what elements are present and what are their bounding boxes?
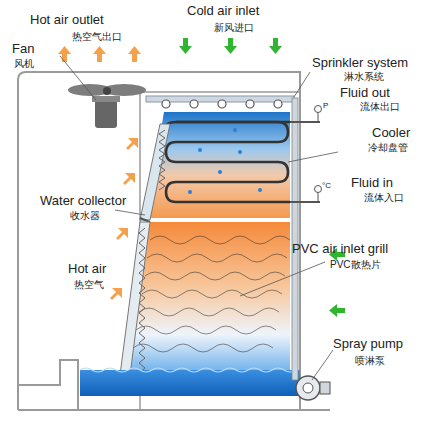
cn-label: 淋水系统	[344, 71, 384, 82]
eng-label: Sprinkler system	[312, 56, 408, 70]
cn-label: 热空气	[74, 279, 104, 290]
gauge-label: P	[323, 102, 328, 111]
cn-label: 热空气出口	[72, 31, 122, 42]
eng-label: Fluid in	[351, 176, 393, 190]
cn-label: 收水器	[70, 210, 100, 221]
cn-label: 喷淋泵	[355, 355, 385, 366]
eng-label: Cooler	[372, 126, 410, 140]
eng-label: Spray pump	[333, 337, 403, 351]
eng-label: Fan	[12, 42, 34, 56]
eng-label: Water collector	[40, 194, 126, 208]
eng-label: Hot air	[68, 262, 106, 276]
cn-label: PVC散热片	[330, 259, 381, 270]
gauge-label: °C	[322, 182, 331, 191]
eng-label: Fluid out	[340, 86, 390, 100]
eng-label: PVC air inlet grill	[292, 242, 388, 256]
cn-label: 流体出口	[360, 101, 400, 112]
cn-label: 冷却盘管	[368, 142, 408, 153]
cn-label: 流体入口	[364, 192, 404, 203]
cn-label: 风机	[14, 58, 34, 69]
cn-label: 新风进口	[214, 22, 254, 33]
eng-label: Hot air outlet	[30, 13, 104, 27]
eng-label: Cold air inlet	[187, 4, 259, 18]
